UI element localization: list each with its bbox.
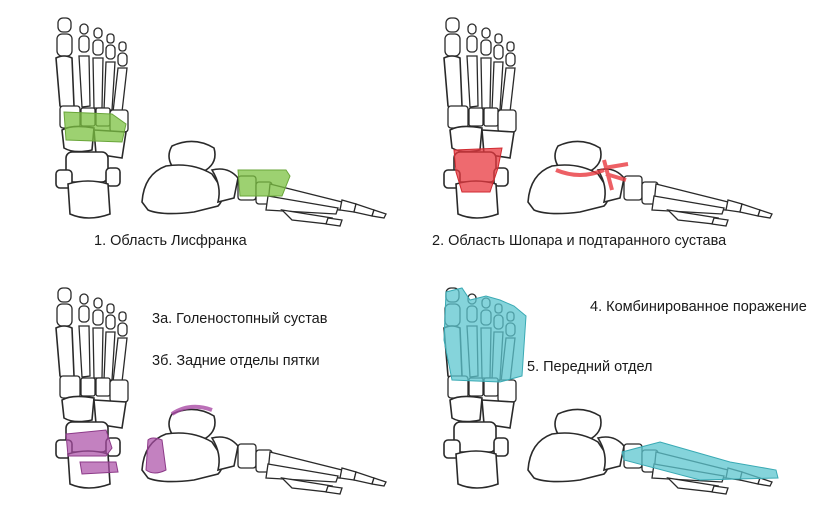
forefoot-lateral-highlight: [621, 441, 779, 481]
panel-1-lateral-foot: [141, 140, 387, 227]
panel-5-dorsal-foot: [443, 287, 527, 489]
lisfranc-highlight: [63, 111, 127, 143]
panel-3-dorsal-foot: [55, 287, 129, 489]
label-region-5: 5. Передний отдел: [527, 359, 653, 375]
label-region-1: 1. Область Лисфранка: [94, 233, 247, 249]
panel-2-lateral-foot: [527, 140, 773, 227]
ankle-lateral-highlight: [170, 404, 213, 416]
panel-2-dorsal-foot: [443, 17, 517, 219]
panel-1-dorsal-foot: [55, 17, 129, 219]
chopart-lateral-line: [555, 159, 629, 191]
label-region-4: 4. Комбинированное поражение: [590, 299, 807, 315]
lisfranc-lateral-highlight: [237, 169, 291, 197]
panel-3-lateral-foot: [141, 404, 387, 495]
label-region-3a: 3а. Голеностопный сустав: [152, 311, 328, 327]
label-region-3b: 3б. Задние отделы пятки: [152, 353, 320, 369]
heel-lateral-highlight: [145, 437, 167, 474]
chopart-highlight: [453, 147, 503, 193]
ankle-highlight: [65, 429, 113, 457]
heel-dorsal-highlight: [79, 461, 119, 475]
panel-5-lateral-foot: [527, 408, 779, 495]
label-region-2: 2. Область Шопара и подтаранного сустава: [432, 233, 727, 249]
forefoot-highlight: [443, 287, 527, 383]
